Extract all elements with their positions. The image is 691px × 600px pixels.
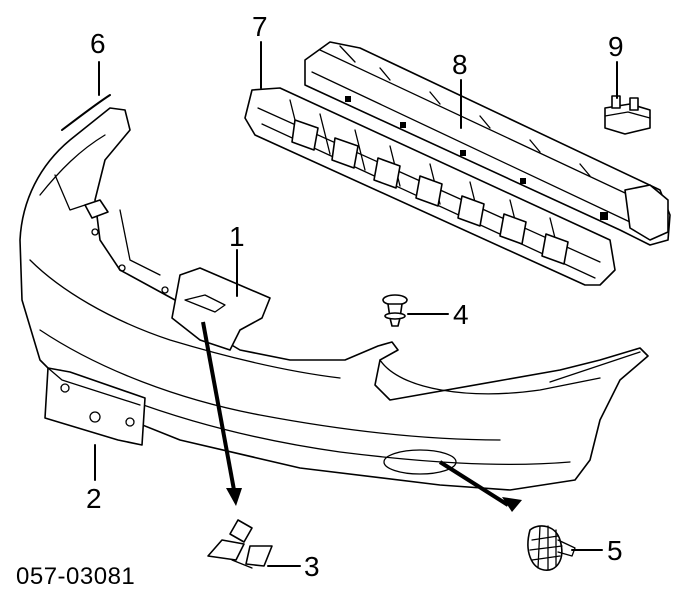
callout-5: 5 [607, 535, 623, 566]
callout-7: 7 [252, 11, 268, 42]
sensor-part [604, 95, 651, 135]
emblem-part [207, 519, 273, 569]
reinforcement-beam-part [304, 41, 671, 246]
tow-hook-cover-part [527, 525, 576, 571]
bumper-cover [19, 107, 649, 491]
license-plate-bracket-part [44, 367, 146, 446]
callout-8: 8 [452, 49, 468, 80]
energy-absorber-part [244, 87, 616, 286]
clip-part [382, 294, 408, 327]
arrow-to-tow-hook-cover [438, 460, 522, 512]
callout-6: 6 [90, 28, 106, 59]
arrow-to-emblem [201, 321, 242, 506]
callout-9: 9 [608, 31, 624, 62]
callout-1: 1 [229, 221, 245, 252]
callout-2: 2 [86, 483, 102, 514]
leader-lines [94, 41, 618, 567]
callout-3: 3 [304, 551, 320, 582]
moulding-strip-part [61, 94, 111, 131]
bumper-guard-part [171, 267, 271, 351]
callout-4: 4 [453, 299, 469, 330]
diagram-id: 057-03081 [16, 563, 135, 590]
